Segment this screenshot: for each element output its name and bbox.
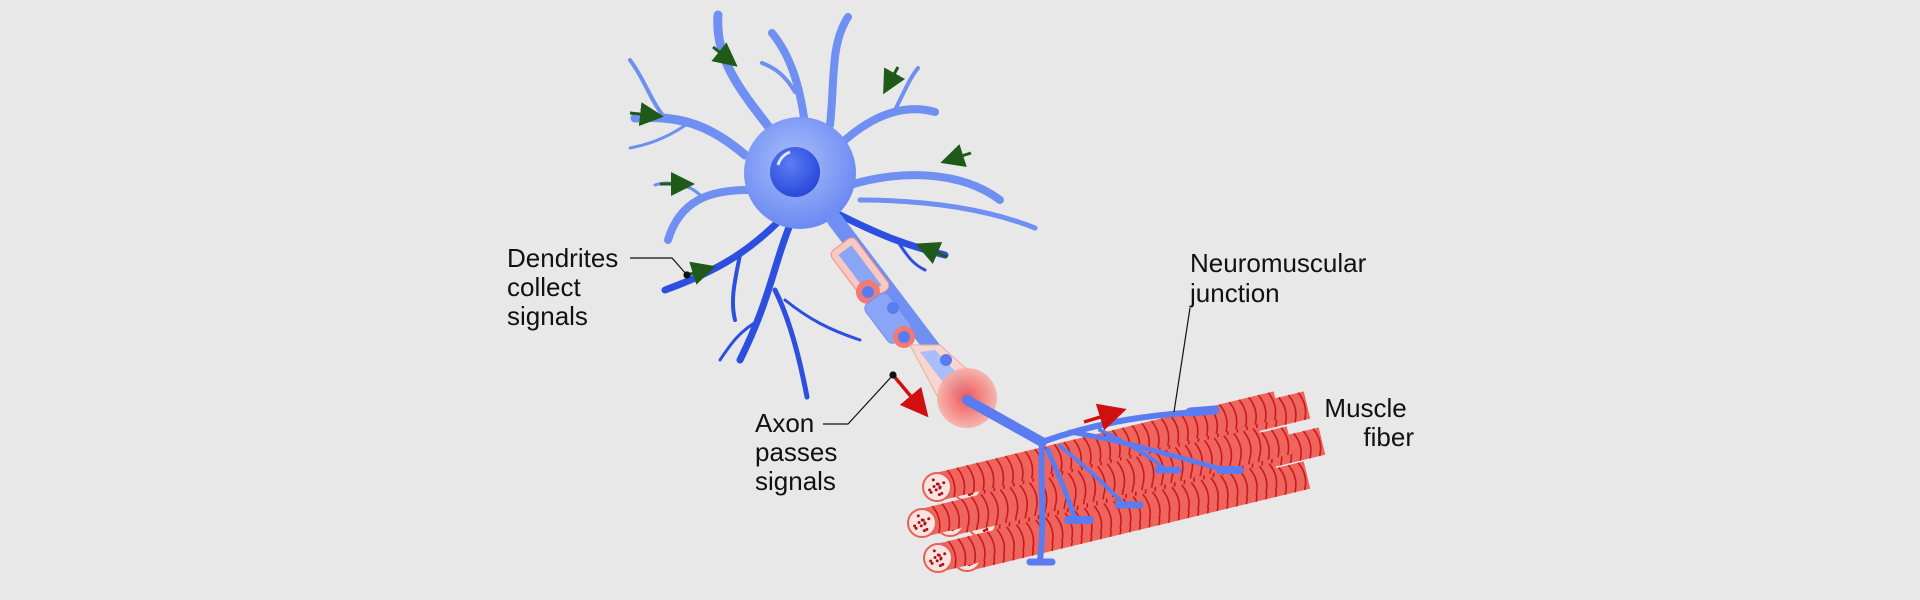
outgoing-signal-arrows [891,373,1127,431]
arrow-icon [686,261,716,285]
incoming-signal-arrows [629,42,972,285]
fascicle-cross-section [923,543,953,573]
muscle-fascicle [934,462,1282,572]
arrow-icon [1083,403,1127,431]
fascicle-cross-section [907,508,937,538]
axon-label: Axon passes signals [755,408,845,496]
dendrites-dark [661,211,949,400]
arrow-icon [940,144,972,167]
dendrites-label: Dendrites collect signals [507,243,626,331]
arrow-icon [629,102,664,127]
muscle-fiber-label: Muscle fiber [1324,393,1414,452]
neuromuscular-junction-label: Neuromuscular junction [1189,248,1374,308]
arrow-icon [711,42,738,67]
nucleus [770,147,820,197]
leader-lines [630,257,1191,425]
nucleus-highlight [776,150,791,166]
muscle-fascicle [933,391,1281,501]
arrow-icon [883,66,906,95]
arrow-icon [891,373,929,418]
axon-terminal-branches [962,395,1244,566]
arrow-icon [915,241,948,265]
fascicle-cross-section [922,472,952,502]
